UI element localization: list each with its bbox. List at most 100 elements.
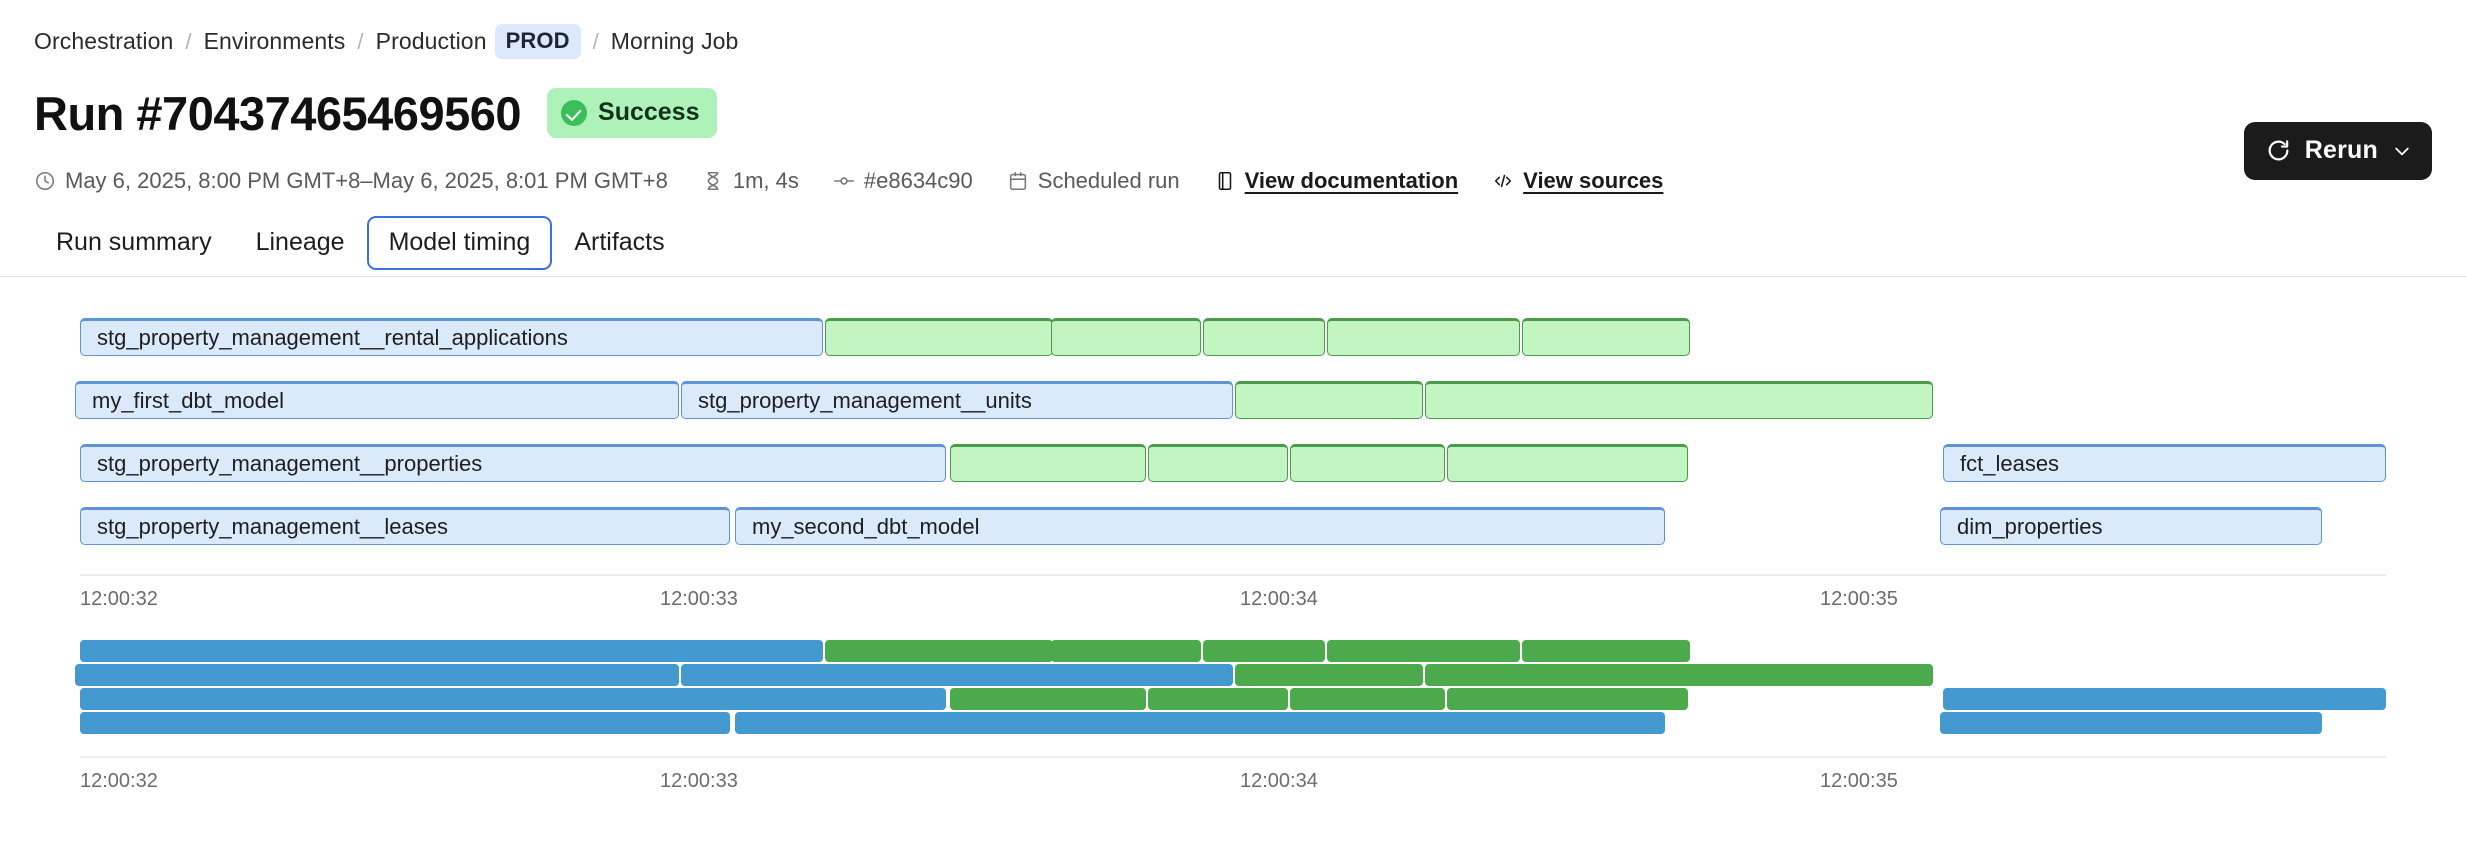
refresh-icon: [2266, 138, 2291, 163]
check-circle-icon: [561, 99, 588, 126]
meta-item-clock: May 6, 2025, 8:00 PM GMT+8–May 6, 2025, …: [34, 168, 668, 194]
gantt-bar[interactable]: [1203, 640, 1325, 662]
title-row: Run #70437465469560 Success: [34, 86, 718, 140]
gantt-bar-label: stg_property_management__leases: [97, 514, 449, 539]
breadcrumb-item-4[interactable]: Morning Job: [610, 28, 739, 54]
gantt-bar[interactable]: [1940, 712, 2322, 734]
axis-tick-label: 12:00:32: [80, 588, 158, 610]
gantt-bar[interactable]: [80, 640, 823, 662]
gantt-bar-dim_properties[interactable]: dim_properties: [1940, 507, 2322, 545]
axis-tick-label: 12:00:35: [1820, 588, 1898, 610]
rerun-button[interactable]: Rerun: [2243, 122, 2432, 180]
chevron-down-icon[interactable]: [2392, 141, 2412, 161]
gantt-bar[interactable]: [950, 444, 1146, 482]
gantt-bar-label: fct_leases: [1960, 451, 2060, 476]
gantt-bar[interactable]: [1327, 640, 1520, 662]
status-badge: Success: [547, 88, 718, 138]
breadcrumb-item-2[interactable]: Production: [375, 28, 487, 54]
axis-tick-label: 12:00:34: [1240, 770, 1318, 792]
calendar-icon: [1007, 170, 1029, 192]
gantt-bar[interactable]: [1327, 318, 1520, 356]
meta-item-label: #e8634c90: [863, 168, 973, 193]
tab-model-timing[interactable]: Model timing: [366, 216, 553, 270]
gantt-row: [0, 664, 2466, 688]
gantt-bar[interactable]: [1148, 444, 1288, 482]
gantt-row: stg_property_management__rental_applicat…: [0, 318, 2466, 381]
gantt-bar[interactable]: [80, 712, 730, 734]
gantt-bar[interactable]: [1447, 688, 1688, 710]
breadcrumb: Orchestration / Environments / Production PRO…: [34, 24, 738, 59]
breadcrumb-env-tag[interactable]: PROD: [494, 24, 581, 59]
clock-icon: [34, 170, 56, 192]
breadcrumb-item-1[interactable]: Environments: [203, 28, 346, 54]
breadcrumb-separator: /: [185, 28, 192, 54]
gantt-bar[interactable]: [75, 664, 679, 686]
gantt-bar-my_first_dbt_model[interactable]: my_first_dbt_model: [75, 381, 679, 419]
gantt-bar[interactable]: [1051, 640, 1201, 662]
gantt-bar-fct_leases[interactable]: fct_leases: [1943, 444, 2386, 482]
gantt-bar[interactable]: [1235, 381, 1423, 419]
gantt-bar[interactable]: [1051, 318, 1201, 356]
gantt-bar-label: stg_property_management__units: [698, 388, 1032, 413]
gantt-bar[interactable]: [1943, 688, 2386, 710]
gantt-bar[interactable]: [1447, 444, 1688, 482]
meta-item-document[interactable]: View documentation: [1214, 168, 1459, 194]
gantt-row: [0, 712, 2466, 736]
gantt-bar[interactable]: [1203, 318, 1325, 356]
breadcrumb-separator: /: [592, 28, 599, 54]
meta-item-hourglass: 1m, 4s: [702, 168, 799, 194]
meta-item-code[interactable]: View sources: [1492, 168, 1663, 194]
tab-bar: Run summary Lineage Model timing Artifacts: [34, 216, 687, 270]
gantt-row: my_first_dbt_model stg_property_managemen…: [0, 381, 2466, 444]
model-timing-gantt: stg_property_management__rental_applicat…: [0, 318, 2466, 570]
gantt-bar[interactable]: [1290, 688, 1445, 710]
gantt-bar-label: my_second_dbt_model: [752, 514, 980, 539]
gantt-bar[interactable]: [1290, 444, 1445, 482]
page-title: Run #70437465469560: [34, 86, 522, 140]
axis-tick-label: 12:00:34: [1240, 588, 1318, 610]
gantt-bar[interactable]: [1148, 688, 1288, 710]
gantt-bar[interactable]: [825, 318, 1053, 356]
tab-lineage[interactable]: Lineage: [255, 228, 345, 256]
gantt-bar-label: my_first_dbt_model: [92, 388, 284, 413]
meta-item-label: Scheduled run: [1037, 168, 1180, 193]
gantt-bar[interactable]: [1425, 664, 1933, 686]
gantt-bar-my_second_dbt_model[interactable]: my_second_dbt_model: [735, 507, 1665, 545]
breadcrumb-separator: /: [357, 28, 364, 54]
hourglass-icon: [702, 170, 724, 192]
status-badge-label: Success: [598, 98, 700, 126]
gantt-bar-label: dim_properties: [1957, 514, 2103, 539]
axis-line: [80, 756, 2386, 758]
gantt-bar[interactable]: [1522, 640, 1690, 662]
gantt-row: [0, 688, 2466, 712]
gantt-row: stg_property_management__leases my_second…: [0, 507, 2466, 570]
gantt-bar[interactable]: [825, 640, 1053, 662]
axis-line: [80, 574, 2386, 576]
gantt-bar[interactable]: [735, 712, 1665, 734]
gantt-bar-label: stg_property_management__rental_applicat…: [97, 325, 568, 350]
gantt-row: stg_property_management__properties fct_l…: [0, 444, 2466, 507]
gantt-bar[interactable]: [950, 688, 1146, 710]
gantt-bar-stg_property_management__rental_applications[interactable]: stg_property_management__rental_applicat…: [80, 318, 823, 356]
gantt-bar[interactable]: [80, 688, 946, 710]
gantt-bar-stg_property_management__properties[interactable]: stg_property_management__properties: [80, 444, 946, 482]
rerun-button-label: Rerun: [2304, 136, 2378, 164]
tab-artifacts[interactable]: Artifacts: [574, 228, 665, 256]
gantt-bar-label: stg_property_management__properties: [97, 451, 483, 476]
tab-run-summary[interactable]: Run summary: [56, 228, 212, 256]
gantt-bar-stg_property_management__leases[interactable]: stg_property_management__leases: [80, 507, 730, 545]
meta-item-label: May 6, 2025, 8:00 PM GMT+8–May 6, 2025, …: [65, 168, 668, 193]
tab-underline: [0, 276, 2466, 277]
gantt-bar[interactable]: [1235, 664, 1423, 686]
axis-tick-label: 12:00:33: [660, 588, 738, 610]
breadcrumb-item-0[interactable]: Orchestration: [34, 28, 174, 54]
gantt-bar[interactable]: [1425, 381, 1933, 419]
gantt-bar-stg_property_management__units[interactable]: stg_property_management__units: [681, 381, 1233, 419]
axis-tick-label: 12:00:32: [80, 770, 158, 792]
gantt-bar[interactable]: [1522, 318, 1690, 356]
gantt-row: [0, 640, 2466, 664]
axis-tick-label: 12:00:33: [660, 770, 738, 792]
meta-item-label: View documentation: [1244, 168, 1459, 193]
axis-tick-label: 12:00:35: [1820, 770, 1898, 792]
gantt-bar[interactable]: [681, 664, 1233, 686]
